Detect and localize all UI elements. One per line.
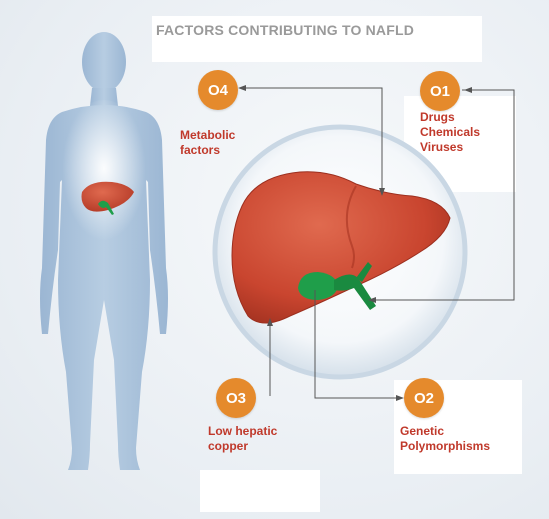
title-panel: [152, 16, 482, 62]
factor-label-02: Genetic Polymorphisms: [400, 424, 490, 454]
factor-01-line-1: Drugs: [420, 110, 455, 124]
page-title: FACTORS CONTRIBUTING TO NAFLD: [156, 22, 415, 38]
factor-02-line-2: Polymorphisms: [400, 439, 491, 453]
gallbladder-icon: [298, 262, 376, 310]
factor-01-line-2: Chemicals: [420, 125, 481, 139]
factor-label-01: Drugs Chemicals Viruses: [420, 110, 480, 155]
factor-03-line-1: Low hepatic: [208, 424, 278, 438]
small-liver-icon: [81, 181, 134, 212]
factor-01-line-3: Viruses: [420, 140, 464, 154]
factor-label-03: Low hepatic copper: [208, 424, 277, 454]
factor-02-line-1: Genetic: [400, 424, 445, 438]
connector-04: [246, 87, 383, 192]
factor-badge-03: O3: [216, 378, 256, 418]
factor-badge-04: O4: [198, 70, 238, 110]
factor-badge-01: O1: [420, 71, 460, 111]
panel-bottom-left: [200, 470, 320, 512]
liver-icon: [231, 171, 451, 324]
connector-lines: [246, 87, 515, 399]
small-gallbladder-icon: [98, 200, 114, 215]
connector-02: [314, 290, 400, 399]
connector-01: [372, 89, 515, 301]
factor-badge-02: O2: [404, 378, 444, 418]
human-body-silhouette: [40, 32, 168, 470]
factor-04-line-1: Metabolic: [180, 128, 236, 142]
factor-label-04: Metabolic factors: [180, 128, 235, 158]
factor-04-line-2: factors: [180, 143, 221, 157]
factor-03-line-2: copper: [208, 439, 249, 453]
